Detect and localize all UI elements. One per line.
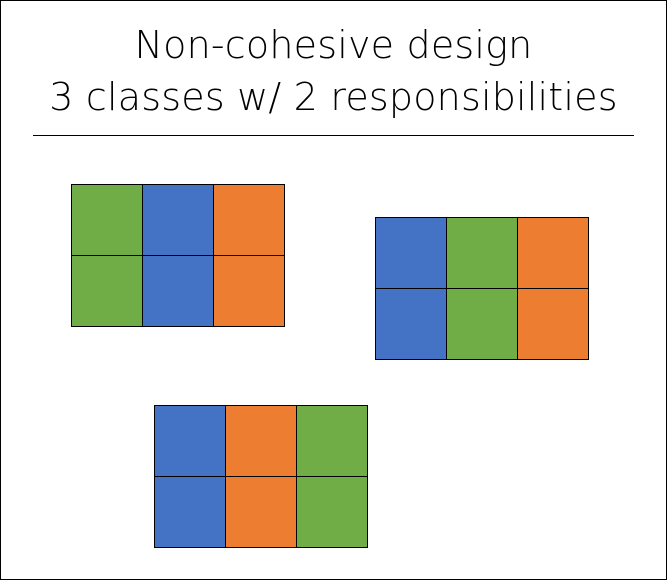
title-line-2: 3 classes w/ 2 responsibilities: [49, 75, 618, 119]
diagram-title: Non-cohesive design 3 classes w/ 2 respo…: [1, 19, 666, 123]
responsibility-cell-orange: [226, 406, 296, 476]
responsibility-cell-blue: [376, 289, 446, 359]
responsibility-cell-orange: [518, 218, 588, 288]
responsibility-cell-green: [72, 256, 142, 326]
responsibility-cell-orange: [214, 185, 284, 255]
responsibility-cell-blue: [155, 406, 225, 476]
responsibility-cell-blue: [143, 185, 213, 255]
responsibility-cell-green: [447, 218, 517, 288]
responsibility-cell-green: [297, 477, 367, 547]
responsibility-cell-orange: [226, 477, 296, 547]
responsibility-cell-green: [447, 289, 517, 359]
responsibility-cell-green: [297, 406, 367, 476]
responsibility-cell-blue: [155, 477, 225, 547]
title-divider: [33, 135, 634, 136]
class-block-1: [71, 184, 285, 327]
responsibility-cell-blue: [143, 256, 213, 326]
responsibility-cell-orange: [518, 289, 588, 359]
responsibility-cell-blue: [376, 218, 446, 288]
title-line-1: Non-cohesive design: [134, 23, 533, 67]
responsibility-cell-green: [72, 185, 142, 255]
responsibility-cell-orange: [214, 256, 284, 326]
class-block-2: [375, 217, 589, 360]
class-block-3: [154, 405, 368, 548]
